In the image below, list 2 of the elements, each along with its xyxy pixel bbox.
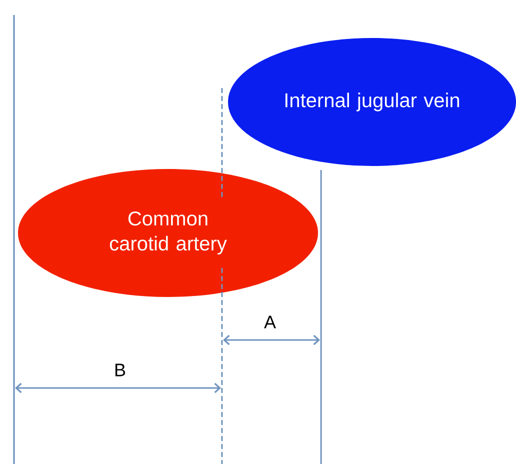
dimension-label: A [264,316,276,328]
dimension-label: B [115,364,126,376]
